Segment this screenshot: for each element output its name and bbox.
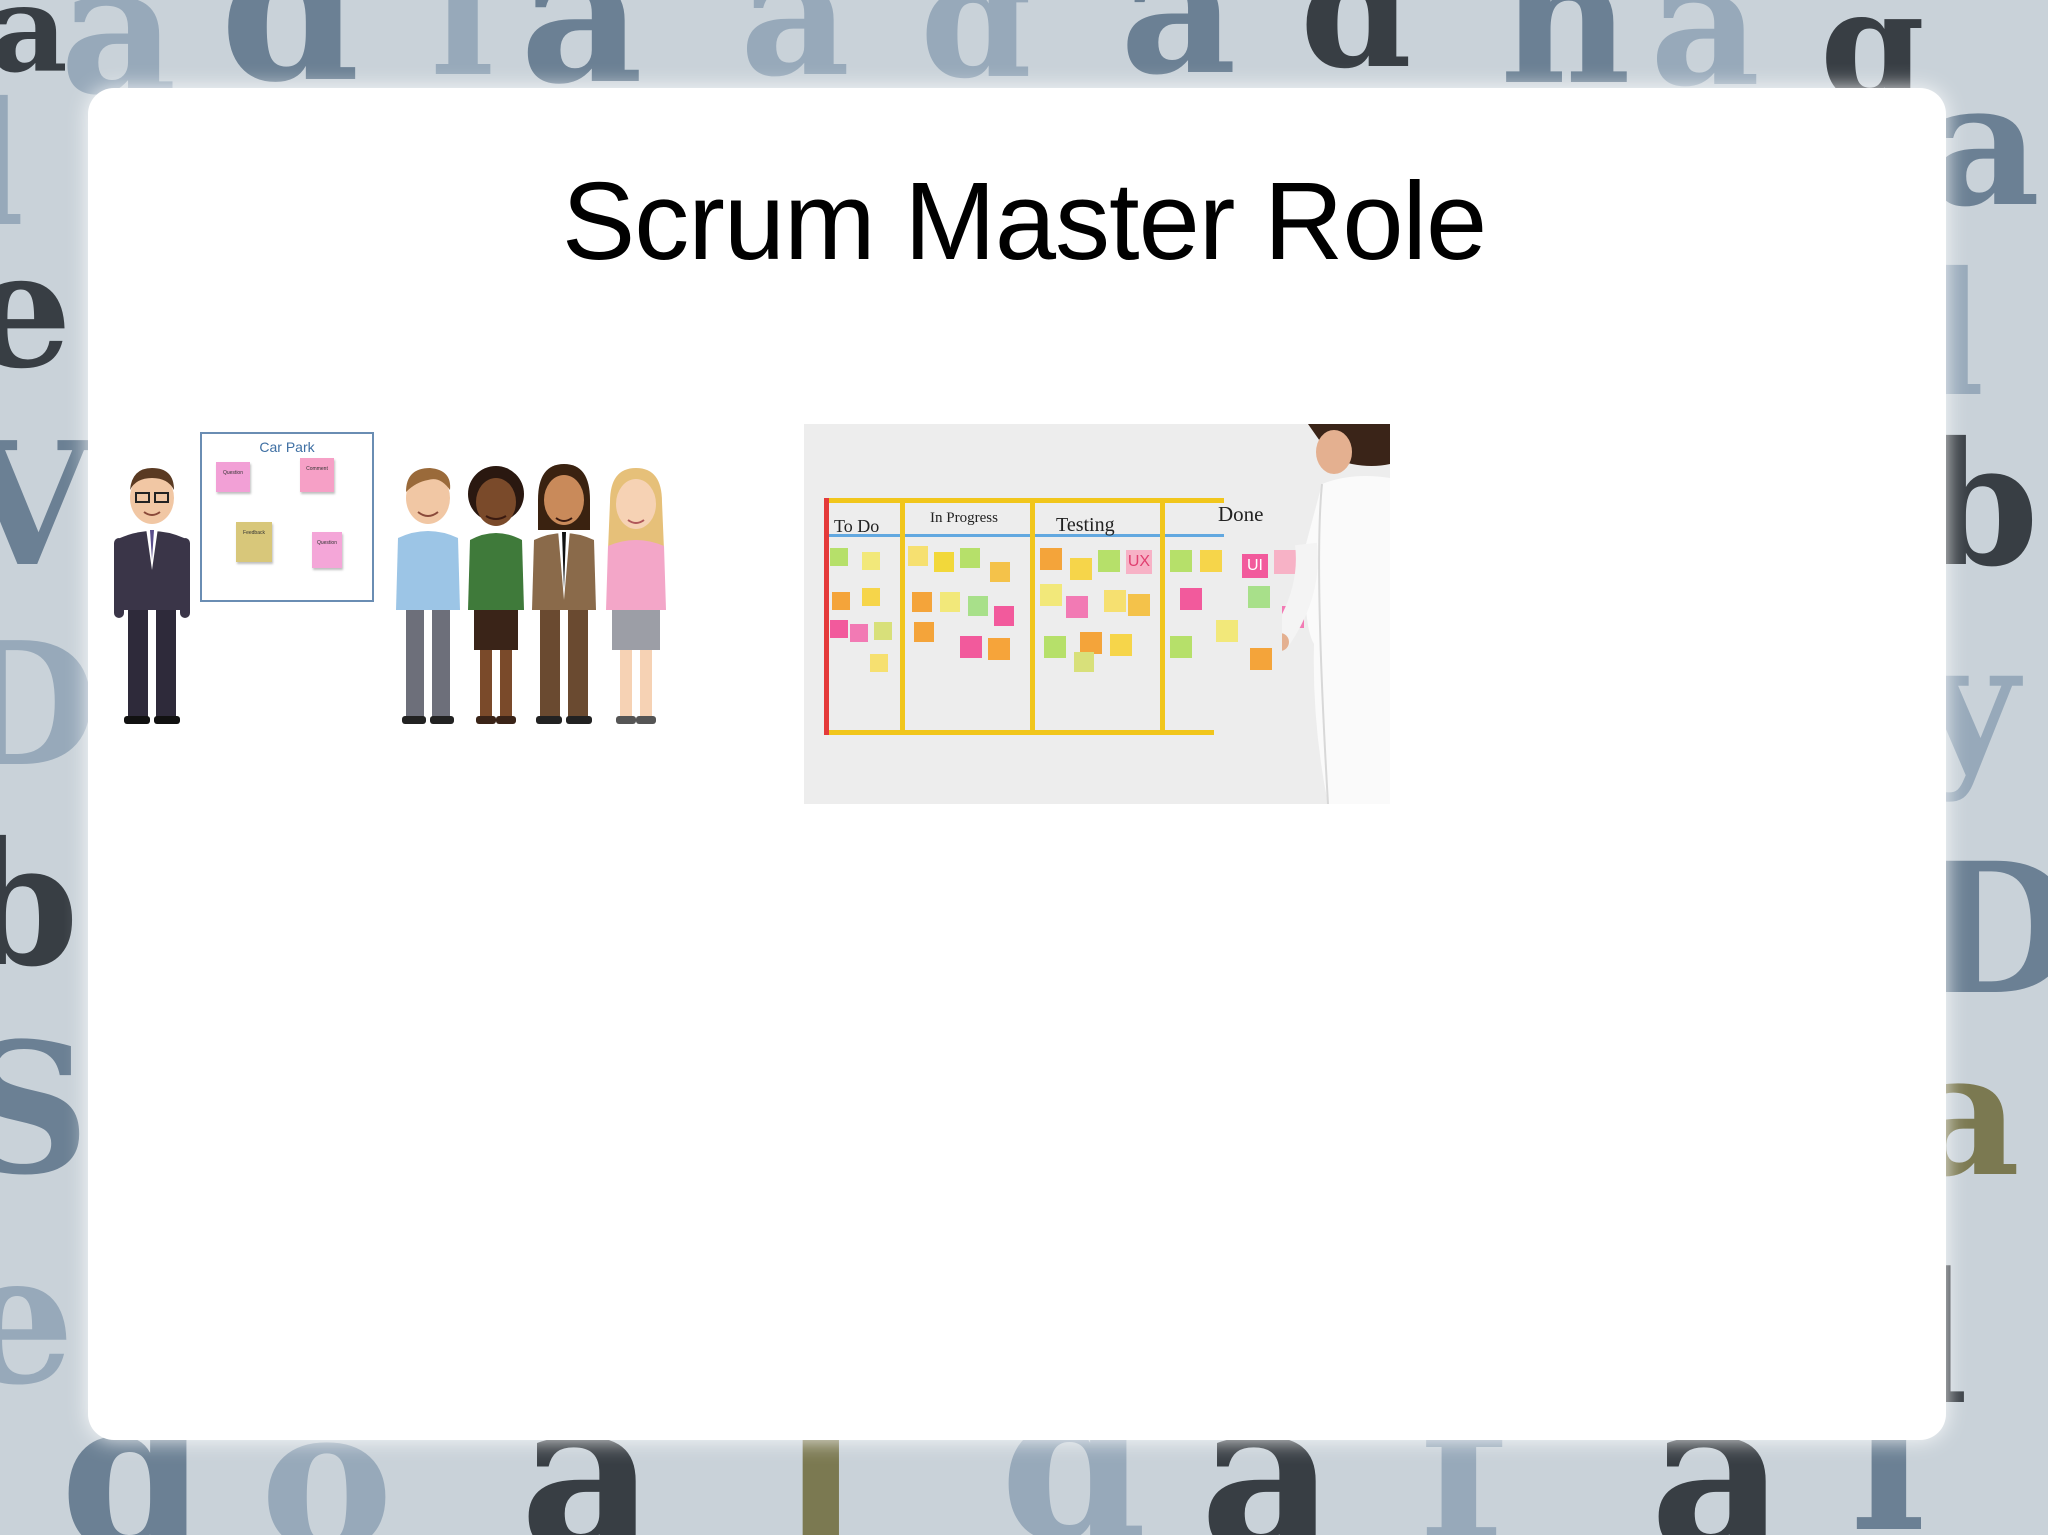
sticky-note-ux: UX [1126, 550, 1152, 574]
sticky-note [874, 622, 892, 640]
sticky-note [1104, 590, 1126, 612]
sticky-note [1080, 632, 1102, 654]
column-divider [1160, 498, 1165, 731]
sticky-note [850, 624, 868, 642]
sticky-note [1040, 548, 1062, 570]
sticky-note [1066, 596, 1088, 618]
sticky-note [994, 606, 1014, 626]
sticky-note [1128, 594, 1150, 616]
column-label-in-progress: In Progress [930, 510, 998, 526]
car-park-board-title: Car Park [259, 439, 315, 455]
sticky-note: Feedback [236, 522, 272, 562]
sticky-note [908, 546, 928, 566]
sticky-note [988, 638, 1010, 660]
sticky-note [862, 552, 880, 570]
team-members-figure [396, 464, 666, 724]
sticky-note [1070, 558, 1092, 580]
man-at-board-figure [1282, 424, 1390, 804]
sticky-note [1248, 586, 1270, 608]
sticky-note [912, 592, 932, 612]
sticky-note: Question [216, 462, 250, 492]
sticky-note [1074, 652, 1094, 672]
sticky-note: Question [312, 532, 342, 568]
board-top-border [824, 498, 1224, 503]
board-left-border [824, 498, 829, 735]
sticky-note [914, 622, 934, 642]
scrum-master-figure [114, 468, 190, 724]
sticky-note [830, 620, 848, 638]
sticky-note [1180, 588, 1202, 610]
sticky-note [830, 548, 848, 566]
kanban-board-photo: To Do In Progress Testing Done UX UI [804, 424, 1390, 804]
board-bottom-border [824, 730, 1214, 735]
sticky-note [1098, 550, 1120, 572]
sticky-note [940, 592, 960, 612]
sticky-note [1110, 634, 1132, 656]
sticky-note [1040, 584, 1062, 606]
sticky-note [1200, 550, 1222, 572]
sticky-note-ui: UI [1242, 554, 1268, 578]
sticky-note [1250, 648, 1272, 670]
board-header-line [824, 534, 1224, 537]
slide-title: Scrum Master Role [561, 160, 1487, 283]
sticky-note [1170, 550, 1192, 572]
sticky-note: Comment [300, 458, 334, 492]
team-illustration: Car Park Question Comment Feedback Quest… [112, 420, 712, 740]
sticky-note [960, 636, 982, 658]
sticky-note [1044, 636, 1066, 658]
sticky-note [862, 588, 880, 606]
sticky-note [1274, 550, 1298, 574]
column-label-testing: Testing [1056, 514, 1115, 536]
column-divider [900, 498, 905, 731]
column-divider [1030, 498, 1035, 731]
sticky-note [1216, 620, 1238, 642]
sticky-note [990, 562, 1010, 582]
column-label-todo: To Do [834, 516, 880, 536]
sticky-note [870, 654, 888, 672]
column-label-done: Done [1218, 502, 1264, 526]
car-park-board: Car Park Question Comment Feedback Quest… [200, 432, 374, 602]
sticky-note [960, 548, 980, 568]
sticky-note [968, 596, 988, 616]
sticky-note [1170, 636, 1192, 658]
sticky-note [934, 552, 954, 572]
sticky-note [832, 592, 850, 610]
